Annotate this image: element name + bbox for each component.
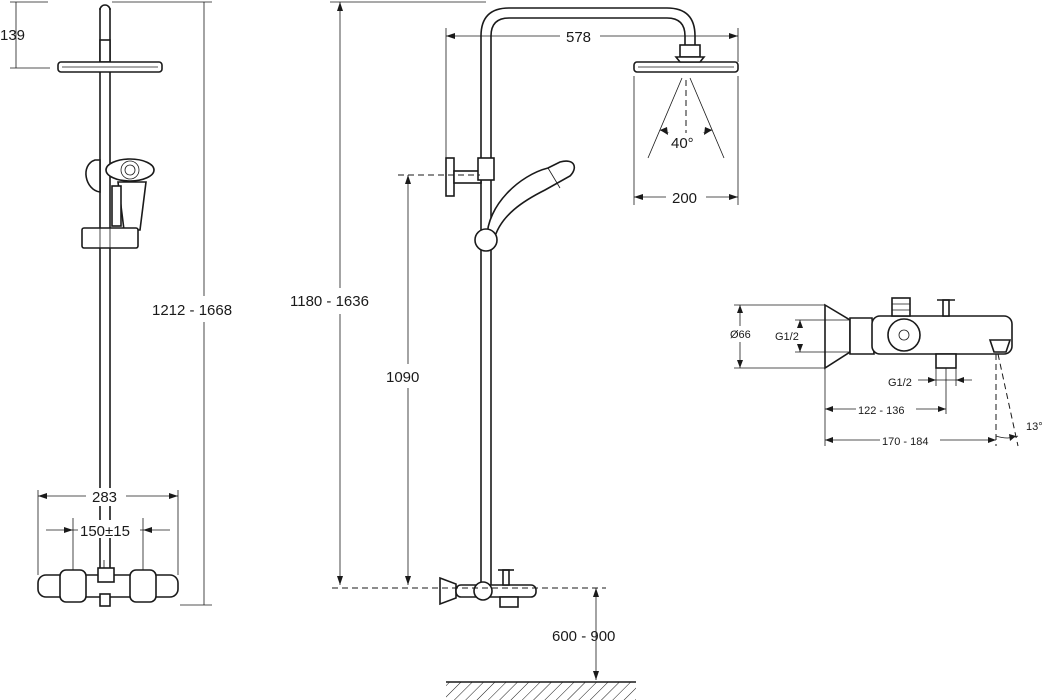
dim-g12-inlet: G1/2: [774, 319, 850, 353]
front-hand-shower: [85, 158, 155, 231]
dim-g12-outlet-label: G1/2: [888, 377, 912, 389]
dim-13-deg-label: 13°: [1026, 421, 1043, 433]
side-shower-head: [633, 56, 739, 73]
dim-d66-label: Ø66: [730, 329, 751, 341]
dim-height-range: 1212 - 1668: [112, 1, 254, 606]
front-shower-head: [57, 61, 163, 73]
dim-1090-label: 1090: [386, 369, 419, 386]
dim-g12-inlet-label: G1/2: [775, 331, 799, 343]
dim-13-deg: 13°: [995, 353, 1043, 447]
dim-170-184-label: 170 - 184: [882, 436, 928, 448]
dim-total-height: 1180 - 1636: [286, 1, 486, 585]
dim-200-label: 200: [672, 190, 697, 207]
dim-578-label: 578: [566, 29, 591, 46]
dim-283: 283: [37, 488, 179, 575]
floor-hatch: [446, 682, 636, 700]
dim-mount-height: 600 - 900: [332, 587, 636, 700]
side-hand-shower: [474, 160, 576, 252]
front-riser-pipe: [99, 4, 111, 570]
front-bar-mixer: [37, 560, 179, 607]
dim-200: 200: [633, 76, 739, 207]
dim-122-136: 122 - 136: [824, 368, 947, 446]
dim-283-label: 283: [92, 489, 117, 506]
spray-angle-label: 40°: [671, 135, 694, 152]
side-view: 40° 578: [286, 1, 739, 700]
dim-150: 150±15: [46, 518, 170, 570]
dim-mount-height-label: 600 - 900: [552, 628, 615, 645]
dim-total-height-label: 1180 - 1636: [290, 293, 369, 310]
side-riser-pipe: [480, 7, 701, 585]
dim-578: 578: [445, 27, 739, 158]
dim-g12-outlet: G1/2: [888, 368, 972, 389]
front-view: 139 1212 - 1668 283 15: [0, 1, 254, 607]
side-wall-bracket: [445, 157, 495, 197]
dim-height-range-label: 1212 - 1668: [152, 302, 232, 319]
dim-139-label: 139: [0, 27, 25, 44]
side-spray-angle: 40°: [647, 77, 725, 159]
mixer-detail-view: Ø66 G1/2 G1/2 1: [728, 297, 1043, 449]
dim-139: 139: [0, 1, 50, 69]
dim-d66: Ø66: [728, 304, 825, 369]
dim-150-label: 150±15: [80, 523, 130, 540]
dim-170-184: 170 - 184: [825, 354, 997, 449]
front-slider-holder: [81, 227, 139, 249]
dim-1090: 1090: [382, 174, 480, 585]
mixer-body: [824, 297, 1013, 370]
dim-122-136-label: 122 - 136: [858, 405, 904, 417]
